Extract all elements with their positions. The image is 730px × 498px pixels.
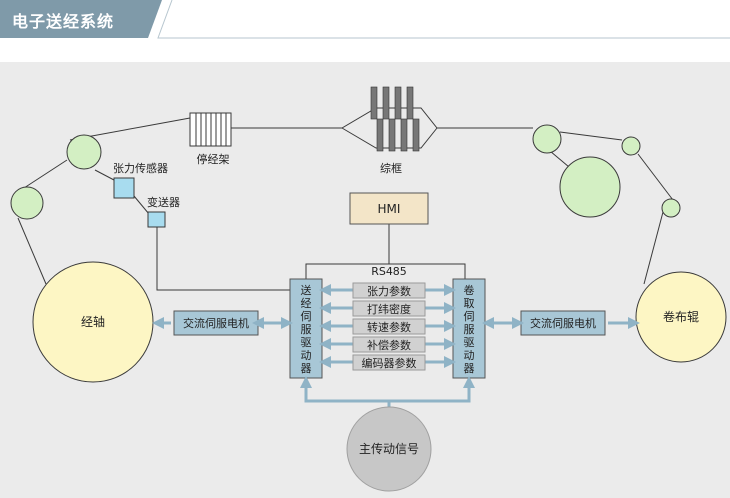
param-speed: 转速参数 (367, 320, 411, 334)
transmitter-label: 变送器 (147, 195, 180, 209)
hmi-box (349, 192, 429, 225)
let-off-char: 器 (301, 362, 312, 375)
hmi-label: HMI (378, 202, 401, 216)
back-roller (559, 156, 621, 218)
servo-motor-left-label: 交流伺服电机 (183, 316, 249, 330)
warp-beam-label: 经轴 (81, 314, 105, 329)
param-encoder: 编码器参数 (362, 356, 417, 370)
tension-sensor (113, 177, 135, 199)
small-roller-top (621, 136, 641, 156)
stop-warp-label: 停经架 (197, 152, 230, 166)
main-drive-label: 主传动信号 (359, 441, 419, 456)
header-underline (157, 0, 730, 39)
take-up-char: 伺 (464, 310, 475, 323)
main-drive-bus (304, 380, 471, 403)
param-pick-density: 打纬密度 (367, 302, 411, 316)
guide-roller-lower-left (10, 186, 44, 220)
take-up-char: 动 (464, 349, 475, 362)
parameter-boxes (352, 282, 426, 371)
parameter-labels: 张力参数 打纬密度 转速参数 补偿参数 编码器参数 (362, 284, 417, 370)
small-roller-bottom (661, 198, 681, 218)
take-up-driver-label: 卷 取 伺 服 驱 动 器 (464, 283, 475, 375)
param-compensation: 补偿参数 (367, 338, 411, 352)
tension-sensor-label: 张力传感器 (113, 162, 168, 175)
header-title-tab (0, 0, 162, 38)
let-off-char: 经 (301, 297, 312, 310)
guide-roller-left (66, 134, 102, 170)
servo-motor-right-label: 交流伺服电机 (530, 316, 596, 330)
param-tension: 张力参数 (367, 284, 411, 298)
heald-frame (370, 86, 420, 152)
main-drive-circle (346, 406, 432, 492)
take-up-driver (452, 278, 486, 379)
transmitter (147, 211, 166, 228)
let-off-char: 伺 (301, 310, 312, 323)
take-up-char: 卷 (464, 283, 475, 297)
servo-motor-left (173, 310, 259, 336)
cloth-roller-label: 卷布辊 (663, 309, 699, 324)
rs485-label: RS485 (371, 265, 407, 278)
page-title: 电子送经系统 (12, 12, 115, 31)
stop-warp-frame (189, 112, 232, 147)
take-up-char: 驱 (464, 336, 475, 349)
take-up-char: 器 (464, 362, 475, 375)
heald-frame-label: 综框 (380, 161, 402, 175)
header-background (0, 0, 730, 39)
let-off-char: 动 (301, 349, 312, 362)
header-bar: 电子送经系统 (0, 0, 730, 40)
servo-motor-right (520, 310, 606, 336)
let-off-char: 服 (301, 323, 312, 336)
let-off-char: 驱 (301, 336, 312, 349)
take-up-char: 服 (464, 323, 475, 336)
take-up-char: 取 (464, 297, 475, 310)
let-off-driver-label: 送 经 伺 服 驱 动 器 (301, 283, 312, 375)
guide-roller-right (532, 124, 562, 154)
let-off-char: 送 (301, 283, 312, 297)
let-off-driver (289, 278, 323, 379)
